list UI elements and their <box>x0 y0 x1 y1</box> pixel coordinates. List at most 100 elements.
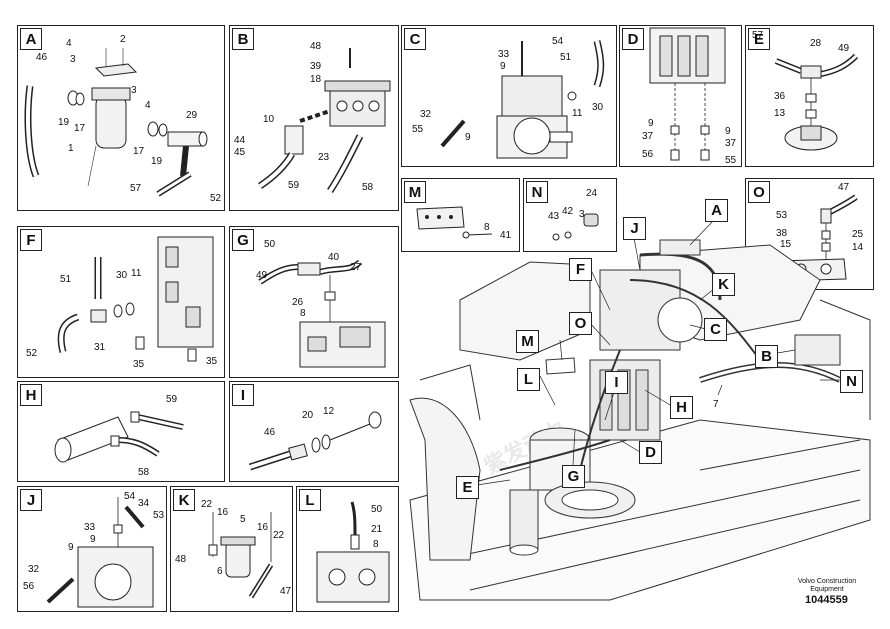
part-number: 56 <box>23 581 35 592</box>
part-number: 32 <box>28 564 40 575</box>
part-number: 37 <box>642 131 654 142</box>
panel-label: E <box>748 28 770 50</box>
part-number: 36 <box>774 91 786 102</box>
panel-label: O <box>748 181 770 203</box>
part-number: 46 <box>36 52 48 63</box>
panel-n-drawing <box>552 213 599 241</box>
panel-g: G 50 40 49 27 26 8 <box>229 226 399 378</box>
panel-f-drawing <box>57 236 214 362</box>
brand-line-1: Volvo Construction <box>797 578 857 585</box>
part-number: 54 <box>552 36 564 47</box>
part-number: 55 <box>725 155 737 166</box>
part-number: 39 <box>310 61 322 72</box>
panel-c-drawing <box>440 40 605 159</box>
part-number: 28 <box>810 38 822 49</box>
part-number: 24 <box>586 188 598 199</box>
callout-b: B <box>755 345 778 368</box>
panel-l-drawing <box>316 501 390 603</box>
part-number: 32 <box>420 109 432 120</box>
part-number: 38 <box>776 228 788 239</box>
part-number: 27 <box>350 262 362 273</box>
part-number: 52 <box>210 193 222 204</box>
part-number: 11 <box>572 108 583 119</box>
callout-g: G <box>562 465 585 488</box>
part-number: 31 <box>94 342 106 353</box>
callout-j: J <box>623 217 646 240</box>
callout-o: O <box>569 312 592 335</box>
part-number: 9 <box>725 126 731 137</box>
panel-label: M <box>404 181 426 203</box>
panel-label: B <box>232 28 254 50</box>
part-number: 37 <box>725 138 737 149</box>
part-number: 9 <box>68 542 74 553</box>
part-number: 48 <box>175 554 187 565</box>
part-number: 8 <box>484 222 490 233</box>
panel-label: F <box>20 229 42 251</box>
panel-b: B 48 39 18 10 44 45 23 59 58 <box>229 25 399 211</box>
panel-h: H 59 58 <box>17 381 225 482</box>
panel-k: K 22 16 5 16 22 48 6 47 <box>170 486 293 612</box>
part-number: 8 <box>373 539 379 550</box>
panel-e-drawing <box>774 53 859 151</box>
part-number: 34 <box>138 498 150 509</box>
panel-label: I <box>232 384 254 406</box>
callout-c: C <box>704 318 727 341</box>
part-number: 45 <box>234 147 246 158</box>
callout-d: D <box>639 441 662 464</box>
part-number: 19 <box>151 156 163 167</box>
part-number: 21 <box>371 524 383 535</box>
part-number: 11 <box>131 268 142 279</box>
brand-line-2: Equipment <box>810 586 844 593</box>
part-number: 12 <box>323 406 335 417</box>
part-number: 3 <box>70 54 76 65</box>
part-number: 29 <box>186 110 198 121</box>
callout-i: I <box>605 371 628 394</box>
part-number: 2 <box>120 34 126 45</box>
part-number: 49 <box>256 270 268 281</box>
panel-k-drawing <box>208 512 274 599</box>
part-number: 53 <box>153 510 165 521</box>
part-number: 58 <box>362 182 374 193</box>
callout-l: L <box>517 368 540 391</box>
part-number: 57 <box>130 183 142 194</box>
part-number: 50 <box>264 239 276 250</box>
panel-label: K <box>173 489 195 511</box>
part-number: 20 <box>302 410 314 421</box>
part-number: 7 <box>713 399 719 410</box>
part-number: 23 <box>318 152 330 163</box>
part-number: 51 <box>60 274 72 285</box>
part-number: 18 <box>310 74 322 85</box>
part-number: 56 <box>642 149 654 160</box>
panel-e: E 57 28 49 36 13 <box>745 25 874 167</box>
panel-label: G <box>232 229 254 251</box>
part-number: 33 <box>498 49 510 60</box>
panel-j-drawing <box>46 497 154 608</box>
part-number: 58 <box>138 467 150 478</box>
panel-label: A <box>20 28 42 50</box>
part-number: 3 <box>131 85 137 96</box>
part-number: 53 <box>776 210 788 221</box>
part-number: 59 <box>166 394 178 405</box>
part-number: 26 <box>292 297 304 308</box>
part-number: 49 <box>838 43 850 54</box>
part-number: 1 <box>68 143 74 154</box>
part-number: 3 <box>579 209 585 220</box>
part-number: 15 <box>780 239 792 250</box>
part-number: 50 <box>371 504 383 515</box>
part-number: 59 <box>288 180 300 191</box>
part-number: 48 <box>310 41 322 52</box>
part-number: 30 <box>116 270 128 281</box>
panel-i-drawing <box>248 411 382 471</box>
panel-label: D <box>622 28 644 50</box>
part-number: 35 <box>133 359 145 370</box>
part-number: 55 <box>412 124 424 135</box>
part-number: 47 <box>280 586 292 597</box>
part-number: 6 <box>217 566 223 577</box>
panel-n: N 24 43 42 3 <box>523 178 617 252</box>
panel-label: C <box>404 28 426 50</box>
part-number: 16 <box>257 522 269 533</box>
part-number: 5 <box>240 514 246 525</box>
panel-d-drawing <box>649 27 726 161</box>
part-number: 41 <box>500 230 512 241</box>
part-number: 16 <box>217 507 229 518</box>
